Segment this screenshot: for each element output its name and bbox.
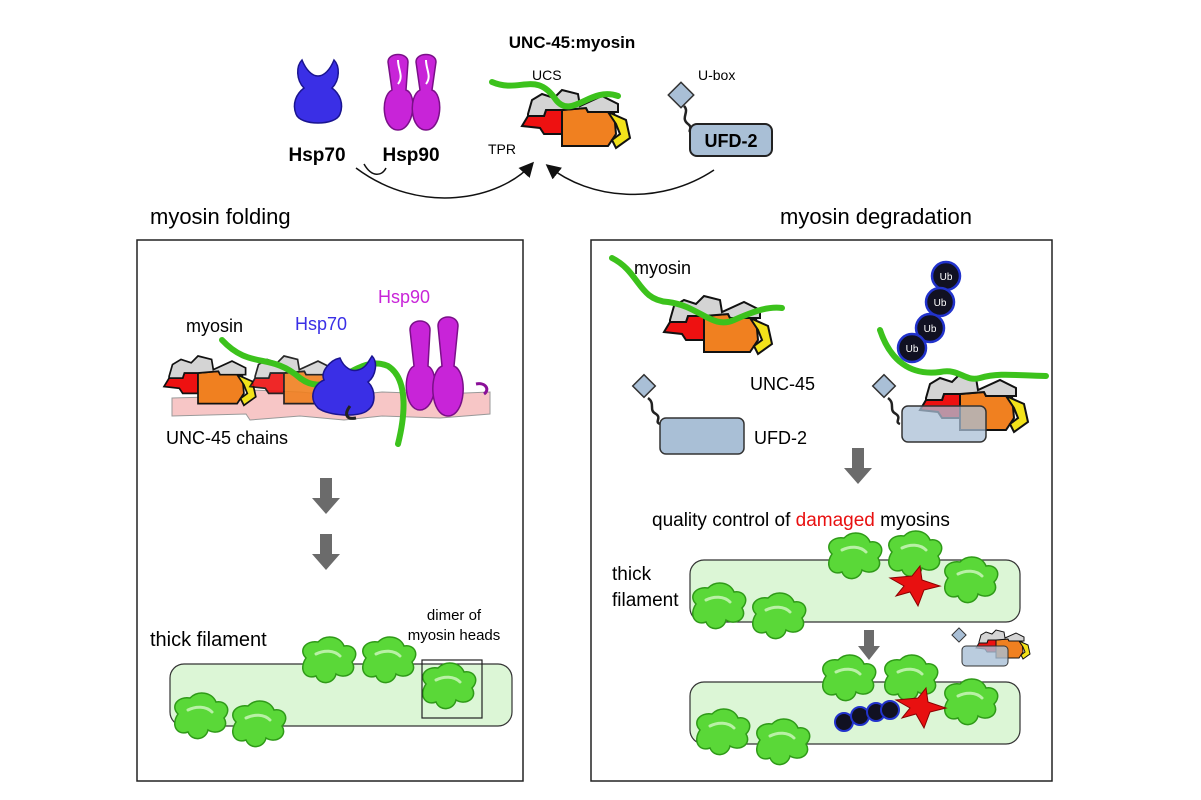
degradation-unc45-label: UNC-45 — [750, 374, 815, 394]
folding-heading: myosin folding — [150, 204, 291, 229]
qc-prefix: quality control of — [652, 510, 796, 531]
ub-label-3: Ub — [924, 324, 937, 335]
unc45-chains-label: UNC-45 chains — [166, 428, 288, 448]
folding-thick-filament-label: thick filament — [150, 629, 267, 651]
ub-label-1: Ub — [940, 272, 953, 283]
lower-thick-filament — [689, 653, 1021, 767]
ub-label-4: Ub — [906, 344, 919, 355]
hsp-bracket — [363, 163, 387, 175]
qc-damaged: damaged — [796, 510, 875, 531]
hsp-to-unc45-arrow — [355, 161, 534, 199]
ufd2-to-unc45-arrow — [545, 164, 715, 195]
ubox-label: U-box — [698, 67, 735, 83]
hsp70-icon — [293, 58, 343, 124]
ubiquitin-chain-icon — [834, 700, 900, 732]
quality-control-label: quality control of damaged myosins — [652, 510, 950, 531]
tpr-label: TPR — [488, 141, 516, 157]
degradation-ufd2-label: UFD-2 — [754, 428, 807, 448]
folding-hsp70-label: Hsp70 — [295, 314, 347, 334]
myosin-head-dimer-icon — [821, 653, 878, 703]
down-arrow-icon — [312, 478, 340, 570]
top-legend: UNC-45:myosin Hsp70 Hsp90 UCS TPR U-box … — [288, 33, 773, 199]
dimer-label-line2: myosin heads — [408, 627, 501, 644]
ufd2-icon — [667, 81, 773, 157]
unc45-myosin-title: UNC-45:myosin — [509, 33, 636, 52]
folding-complex — [163, 316, 491, 447]
damaged-myosin-icon — [894, 686, 948, 730]
folding-panel — [136, 239, 524, 782]
folding-hsp90-label: Hsp90 — [378, 287, 430, 307]
damaged-myosin-icon — [888, 564, 942, 608]
upper-thick-filament — [689, 529, 1021, 641]
ubiquitin-chain-icon: Ub Ub Ub Ub — [896, 260, 962, 364]
folding-thick-filament — [169, 635, 513, 749]
ufd2-icon — [631, 373, 745, 455]
unc45-complex-icon — [489, 79, 631, 149]
qc-suffix: myosins — [875, 510, 950, 531]
down-arrow-icon — [858, 630, 880, 660]
hsp90-icon — [383, 53, 441, 131]
ucs-label: UCS — [532, 67, 562, 83]
ubiquitinated-complex — [871, 327, 1049, 443]
myosin-head-dimer-icon — [301, 635, 358, 685]
degradation-myosin-label: myosin — [634, 258, 691, 278]
thick-label-line1: thick — [612, 564, 652, 585]
unc45-complex-icon — [609, 255, 785, 355]
down-arrow-icon — [844, 448, 872, 484]
hsp90-icon — [405, 316, 489, 417]
degradation-heading: myosin degradation — [780, 204, 972, 229]
myosin-head-dimer-icon — [827, 531, 884, 581]
myosin-head-dimer-icon — [883, 653, 940, 703]
thick-label-line2: filament — [612, 590, 679, 611]
dimer-highlight-box — [421, 659, 483, 719]
degradation-panel — [590, 239, 1053, 782]
removed-complex — [951, 627, 1031, 667]
hsp70-label: Hsp70 — [288, 145, 345, 166]
hsp90-label: Hsp90 — [382, 145, 439, 166]
ub-label-2: Ub — [934, 298, 947, 309]
myosin-head-dimer-icon — [887, 529, 944, 579]
ufd2-label: UFD-2 — [705, 131, 758, 151]
dimer-label-line1: dimer of — [427, 607, 482, 624]
hsp70-icon — [312, 354, 377, 416]
folding-myosin-label: myosin — [186, 316, 243, 336]
